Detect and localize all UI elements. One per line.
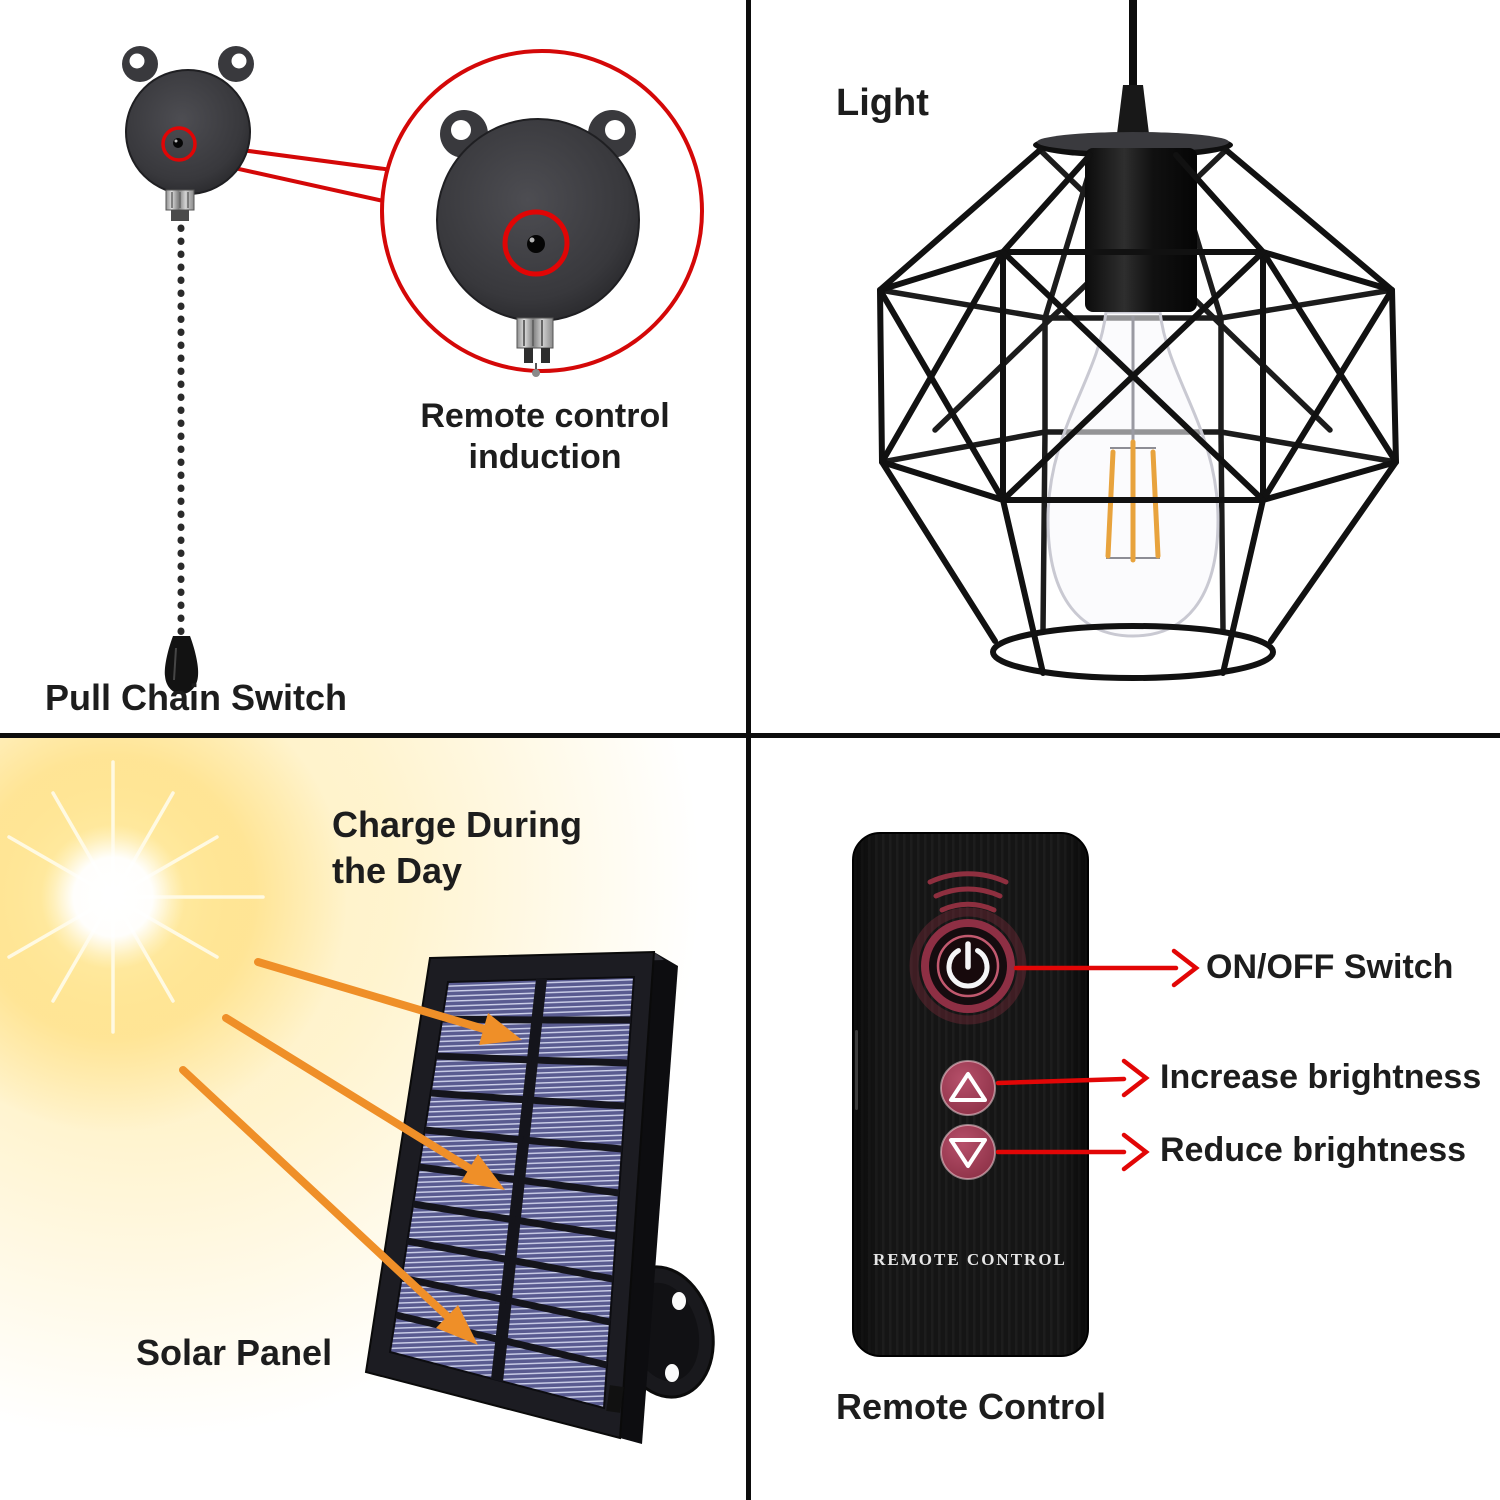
pendant-cord (1033, 0, 1233, 312)
charge-during-day-label: Charge During the Day (332, 802, 582, 894)
remote-control-label: Remote Control (836, 1386, 1106, 1427)
remote-induction-callout-label: Remote control induction (420, 396, 669, 478)
reduce-brightness-annotation: Reduce brightness (1160, 1131, 1467, 1169)
solar-panel-label: Solar Panel (136, 1332, 333, 1373)
ir-sensor-ring (161, 126, 197, 162)
ir-sensor-ring-magnified (502, 209, 570, 277)
charge-line2: the Day (332, 850, 463, 891)
reduce-brightness-button (940, 1124, 996, 1180)
triangle-up-icon (949, 1072, 987, 1102)
callout-line1: Remote control (420, 397, 670, 435)
remote-control-panel (852, 832, 1200, 1357)
light-label: Light (836, 82, 929, 124)
vertical-divider (746, 0, 751, 1500)
remote-control-device (852, 832, 1089, 1357)
power-icon (946, 941, 990, 989)
magnifier-callout (380, 49, 704, 377)
increase-brightness-button (940, 1060, 996, 1116)
edison-bulb (1046, 310, 1220, 638)
horizontal-divider (0, 733, 1500, 738)
solar-panel-device (364, 950, 678, 1444)
pull-chain-switch-device (122, 46, 254, 694)
ir-waves-icon (927, 871, 1009, 913)
charge-line1: Charge During (332, 804, 583, 845)
pull-chain-switch-label: Pull Chain Switch (45, 677, 348, 718)
solar-panel-panel (0, 738, 715, 1444)
remote-device-text: REMOTE CONTROL (873, 1250, 1067, 1269)
annotation-arrows (995, 948, 1200, 1172)
callout-line2: induction (468, 438, 622, 476)
pull-chain-switch-panel (122, 46, 704, 694)
increase-brightness-annotation: Increase brightness (1160, 1058, 1482, 1096)
triangle-down-icon (949, 1138, 987, 1168)
power-button (909, 907, 1027, 1025)
pendant-light-panel (877, 0, 1399, 681)
onoff-switch-annotation: ON/OFF Switch (1206, 948, 1454, 986)
cage-front-wires (877, 147, 1399, 681)
sun-ray-arrows (179, 958, 522, 1345)
